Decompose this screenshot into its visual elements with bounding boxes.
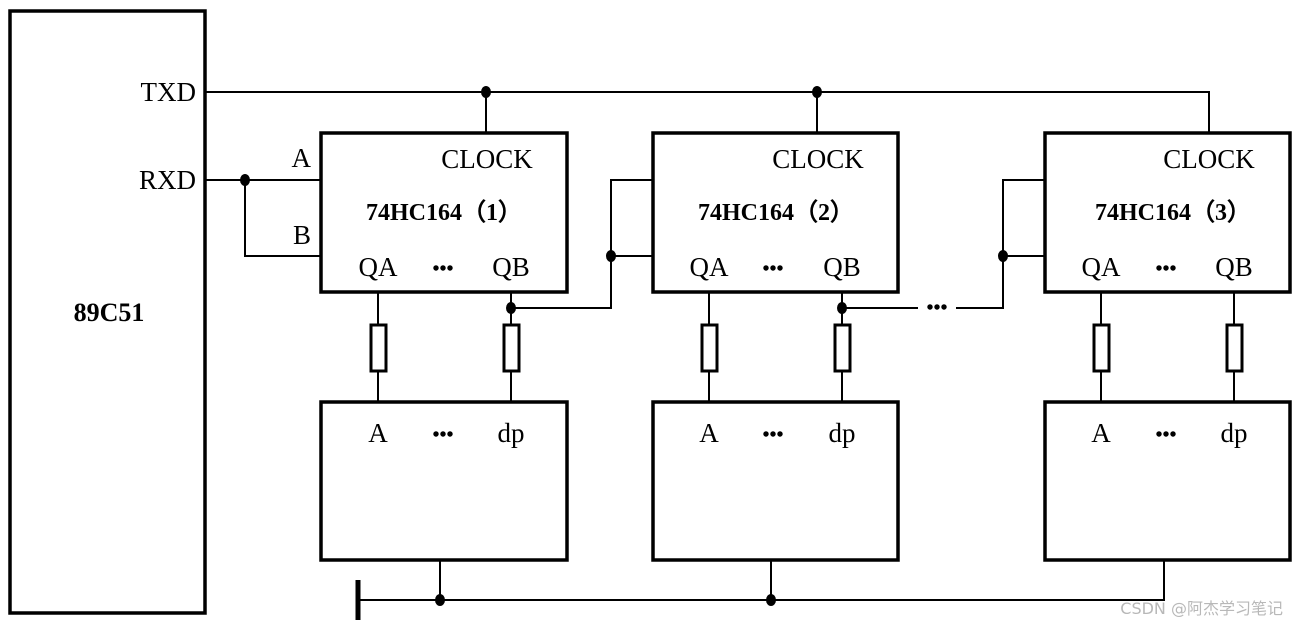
display-3-seg-a: A	[1091, 418, 1111, 448]
rxd-to-b-wire	[244, 180, 321, 257]
junction-dot	[606, 250, 616, 262]
cascade-1-2-wire	[511, 179, 653, 309]
junction-dot	[812, 86, 822, 98]
display-1-seg-a: A	[368, 418, 388, 448]
resistor-3a	[1092, 323, 1111, 373]
mcu-box	[8, 9, 207, 615]
resistor-3b	[1225, 323, 1244, 373]
chip-2-clock: CLOCK	[772, 144, 864, 174]
chip-1-clock: CLOCK	[441, 144, 533, 174]
chip-2-name: 74HC164（2）	[698, 199, 854, 226]
junction-dot	[837, 302, 847, 314]
mcu-name: 89C51	[74, 298, 145, 327]
shift-register-1-box	[319, 131, 569, 294]
chip-1-ellipsis: •••	[432, 258, 453, 280]
rxd-label: RXD	[139, 165, 196, 195]
watermark: CSDN @阿杰学习笔记	[1120, 599, 1283, 618]
junction-dot	[481, 86, 491, 98]
chip-2-qb: QB	[823, 252, 861, 282]
shift-register-3-box	[1043, 131, 1292, 294]
resistor-1b	[502, 323, 521, 373]
display-1-seg-dp: dp	[498, 418, 525, 448]
chip-1-qa: QA	[359, 252, 398, 282]
chip-3-name: 74HC164（3）	[1095, 199, 1251, 226]
junction-dot	[766, 594, 776, 606]
txd-clock-bus	[205, 91, 1210, 133]
ground-taps	[439, 560, 772, 600]
display-3-box	[1043, 400, 1292, 562]
shift-register-2-box	[651, 131, 900, 294]
display-2-seg-a: A	[699, 418, 719, 448]
junction-dot	[240, 174, 250, 186]
display-3-seg-dp: dp	[1221, 418, 1248, 448]
resistor-1a	[369, 323, 388, 373]
junction-dot	[435, 594, 445, 606]
junction-dot	[506, 302, 516, 314]
ground-bus	[358, 560, 1165, 601]
chain-ellipsis: •••	[926, 297, 947, 319]
display-2-seg-dp: dp	[829, 418, 856, 448]
chip-2-qa: QA	[690, 252, 729, 282]
chip-3-clock: CLOCK	[1163, 144, 1255, 174]
input-b-label: B	[293, 220, 311, 250]
junction-dot	[998, 250, 1008, 262]
chip-3-qa: QA	[1082, 252, 1121, 282]
chip-1-qb: QB	[492, 252, 530, 282]
resistor-2b	[833, 323, 852, 373]
display-3-ellipsis: •••	[1155, 424, 1176, 446]
display-1-ellipsis: •••	[432, 424, 453, 446]
display-1-box	[319, 400, 569, 562]
input-a-label: A	[292, 143, 312, 173]
resistor-2a	[700, 323, 719, 373]
chip-3-qb: QB	[1215, 252, 1253, 282]
cascade-2-3-wire-right	[956, 179, 1045, 309]
chip-3-ellipsis: •••	[1155, 258, 1176, 280]
display-2-box	[651, 400, 900, 562]
chip-1-name: 74HC164（1）	[366, 199, 522, 226]
display-2-ellipsis: •••	[762, 424, 783, 446]
chip-2-ellipsis: •••	[762, 258, 783, 280]
txd-label: TXD	[141, 77, 197, 107]
